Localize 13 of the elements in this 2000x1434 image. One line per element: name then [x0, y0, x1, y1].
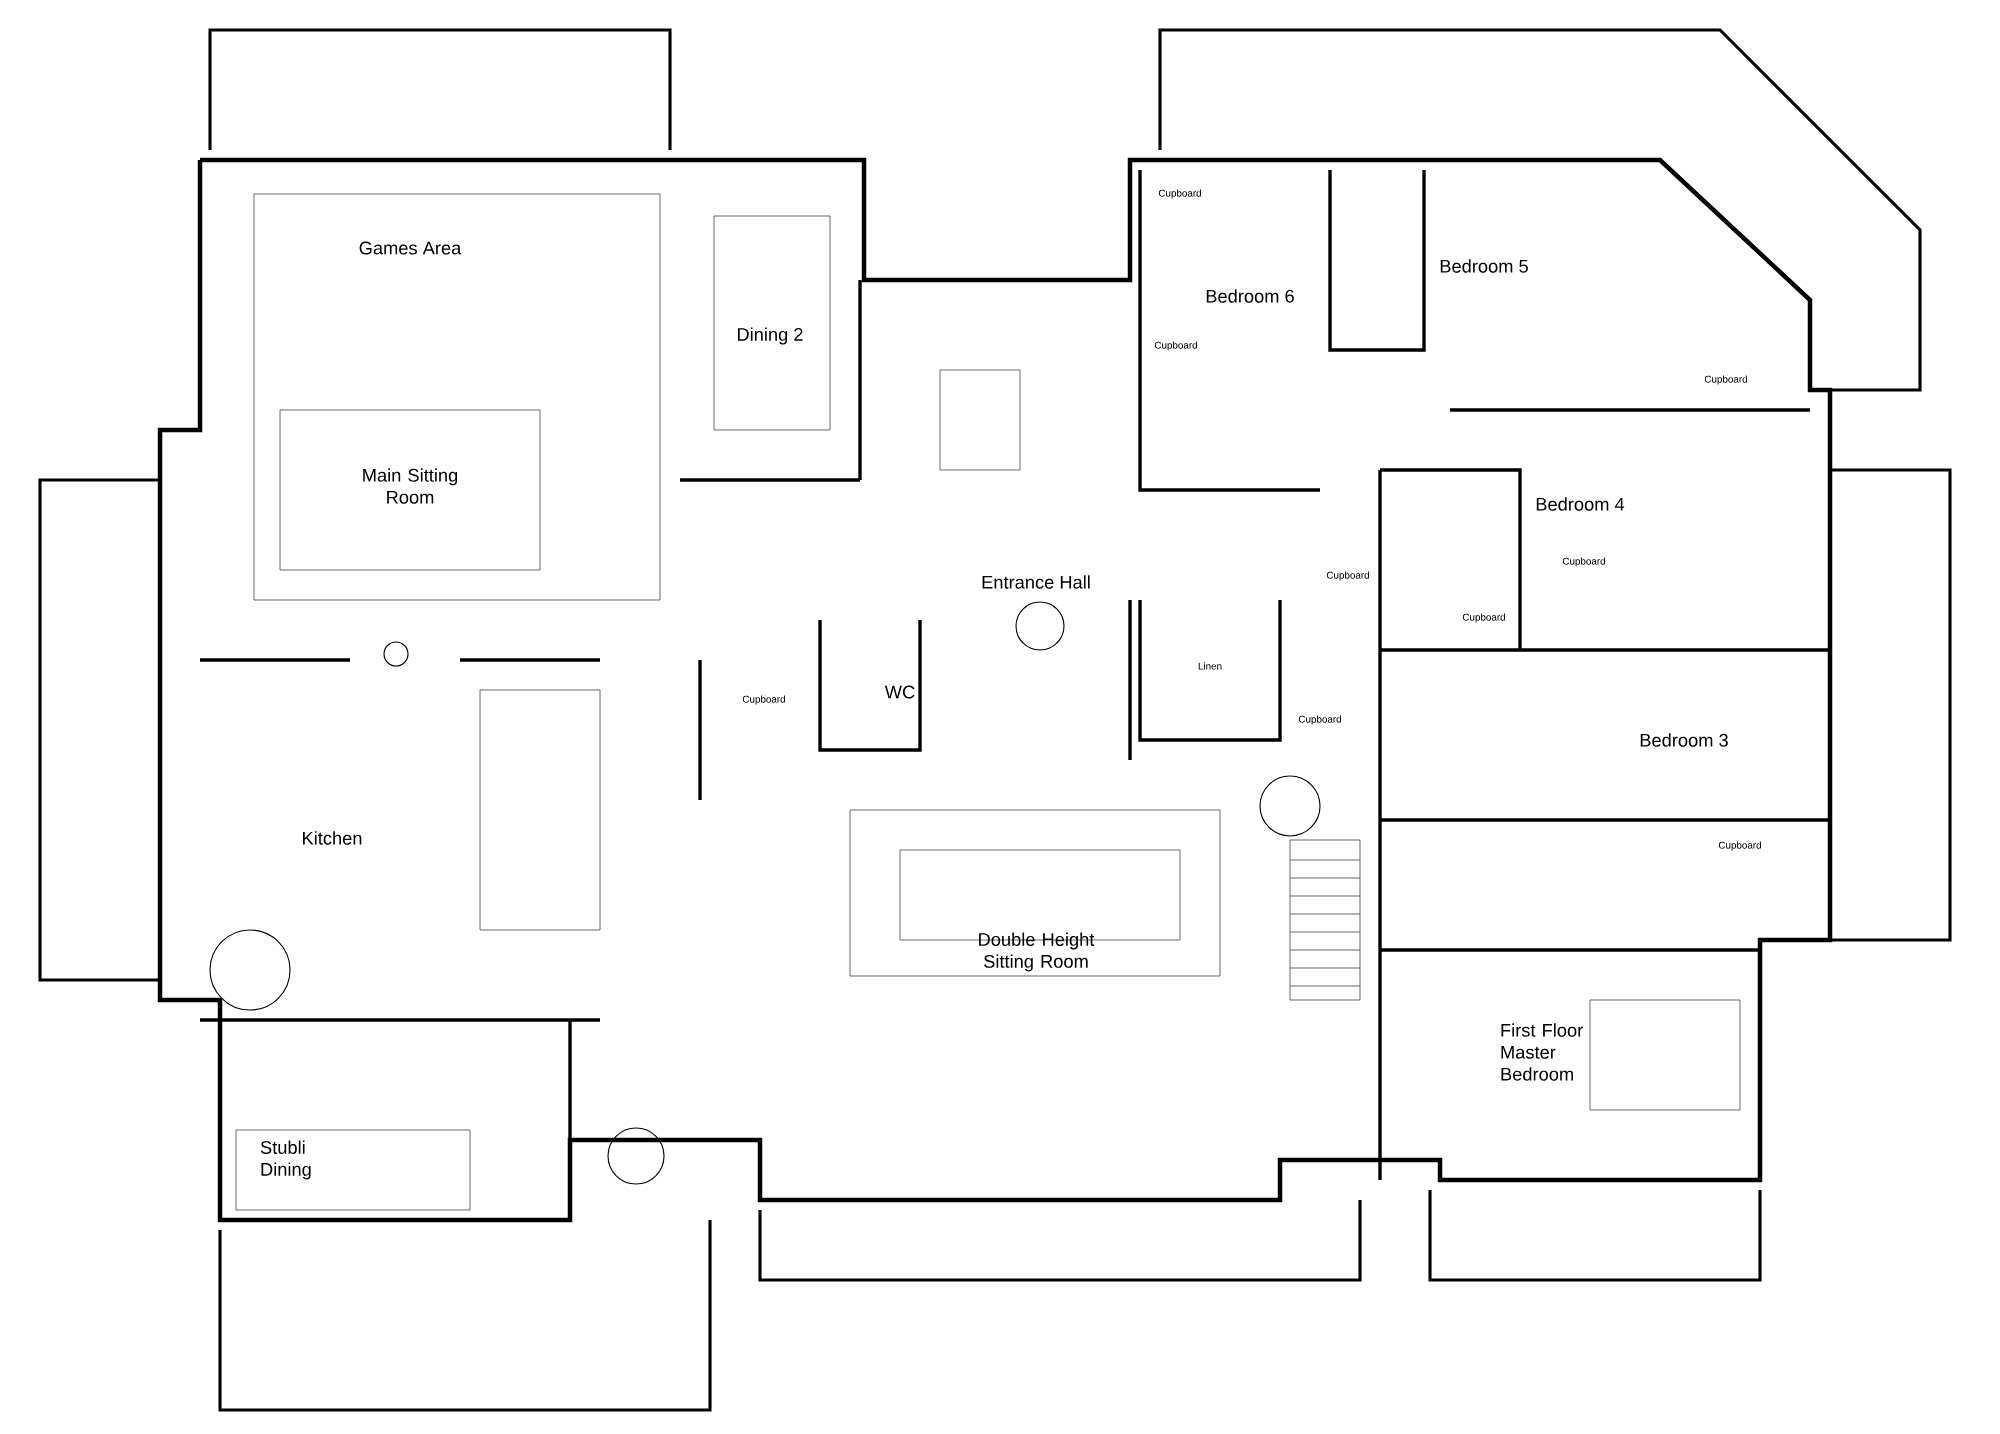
room-label: Entrance Hall [982, 575, 1090, 589]
room-label: Games Area [359, 241, 462, 255]
room-label: Double Height Sitting Room [979, 932, 1095, 972]
room-label: Kitchen [303, 831, 362, 845]
room-label: Dining 2 [738, 327, 803, 345]
room-label: Bedroom 4 [1536, 497, 1625, 511]
room-label: Bedroom 5 [1440, 259, 1528, 273]
room-label: Bedroom 6 [1206, 289, 1294, 303]
room-label: Bedroom 3 [1640, 733, 1728, 747]
room-label: Stubli Dining [260, 1140, 311, 1180]
room-label: WC [884, 685, 915, 699]
room-label: First Floor Master Bedroom [1501, 1023, 1583, 1081]
room-label: Main Sitting Room [363, 468, 458, 504]
